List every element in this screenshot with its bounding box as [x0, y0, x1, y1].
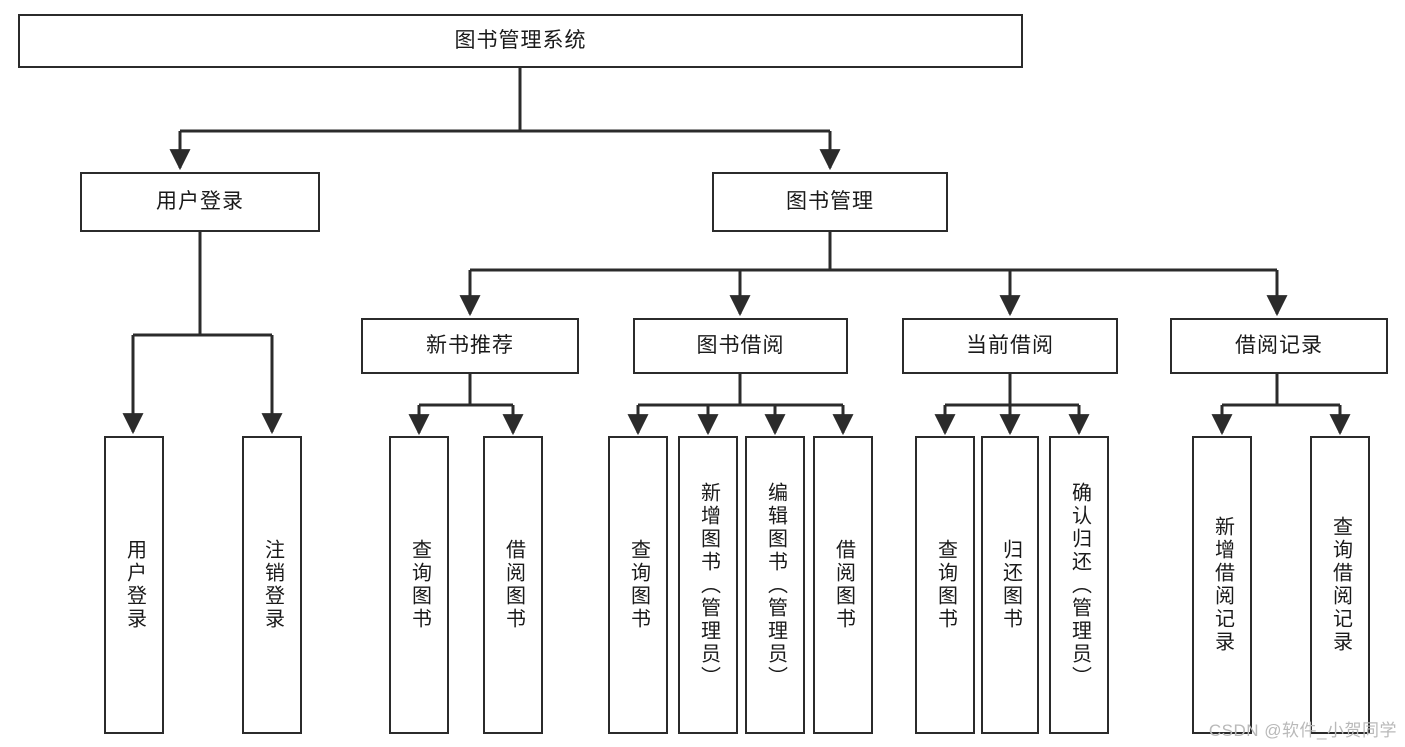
node-label: 用户登录	[156, 190, 244, 214]
node-label: 查询图书	[627, 539, 650, 631]
node-current-borrow[interactable]: 当前借阅	[902, 318, 1118, 374]
node-new-book-recommend[interactable]: 新书推荐	[361, 318, 579, 374]
node-label: 图书借阅	[696, 334, 785, 358]
node-leaf-return-book[interactable]: 归还图书	[981, 436, 1039, 734]
node-label: 当前借阅	[966, 334, 1054, 358]
node-label: 归还图书	[999, 539, 1022, 631]
node-label: 图书管理	[786, 190, 874, 214]
node-leaf-borrow-book[interactable]: 借阅图书	[813, 436, 873, 734]
node-label: 确认归还（管理员）	[1068, 481, 1091, 689]
csdn-watermark: CSDN @软件_小贺同学	[1208, 721, 1397, 740]
node-label: 借阅记录	[1235, 334, 1323, 358]
node-label: 查询图书	[408, 539, 431, 631]
node-label: 用户登录	[123, 539, 146, 631]
node-label: 新增借阅记录	[1211, 516, 1234, 654]
node-borrow-records[interactable]: 借阅记录	[1170, 318, 1388, 374]
node-leaf-user-login[interactable]: 用户登录	[104, 436, 164, 734]
node-leaf-logout[interactable]: 注销登录	[242, 436, 302, 734]
node-leaf-query-book-recommend[interactable]: 查询图书	[389, 436, 449, 734]
node-leaf-add-book-admin[interactable]: 新增图书（管理员）	[678, 436, 738, 734]
node-label: 借阅图书	[502, 539, 525, 631]
node-leaf-query-borrow-record[interactable]: 查询借阅记录	[1310, 436, 1370, 734]
node-book-management[interactable]: 图书管理	[712, 172, 948, 232]
node-label: 注销登录	[261, 539, 284, 631]
node-root-book-management-system[interactable]: 图书管理系统	[18, 14, 1023, 68]
node-label: 新书推荐	[426, 334, 514, 358]
node-label: 编辑图书（管理员）	[764, 481, 787, 689]
node-leaf-borrow-book-recommend[interactable]: 借阅图书	[483, 436, 543, 734]
node-label: 查询借阅记录	[1329, 516, 1352, 654]
node-leaf-edit-book-admin[interactable]: 编辑图书（管理员）	[745, 436, 805, 734]
node-label: 新增图书（管理员）	[697, 481, 720, 689]
node-user-login[interactable]: 用户登录	[80, 172, 320, 232]
node-label: 查询图书	[934, 539, 957, 631]
node-label: 借阅图书	[832, 539, 855, 631]
node-leaf-confirm-return-admin[interactable]: 确认归还（管理员）	[1049, 436, 1109, 734]
node-leaf-query-book-borrow[interactable]: 查询图书	[608, 436, 668, 734]
node-label: 图书管理系统	[454, 29, 587, 53]
node-leaf-add-borrow-record[interactable]: 新增借阅记录	[1192, 436, 1252, 734]
node-leaf-query-book-current[interactable]: 查询图书	[915, 436, 975, 734]
node-book-borrow[interactable]: 图书借阅	[633, 318, 848, 374]
